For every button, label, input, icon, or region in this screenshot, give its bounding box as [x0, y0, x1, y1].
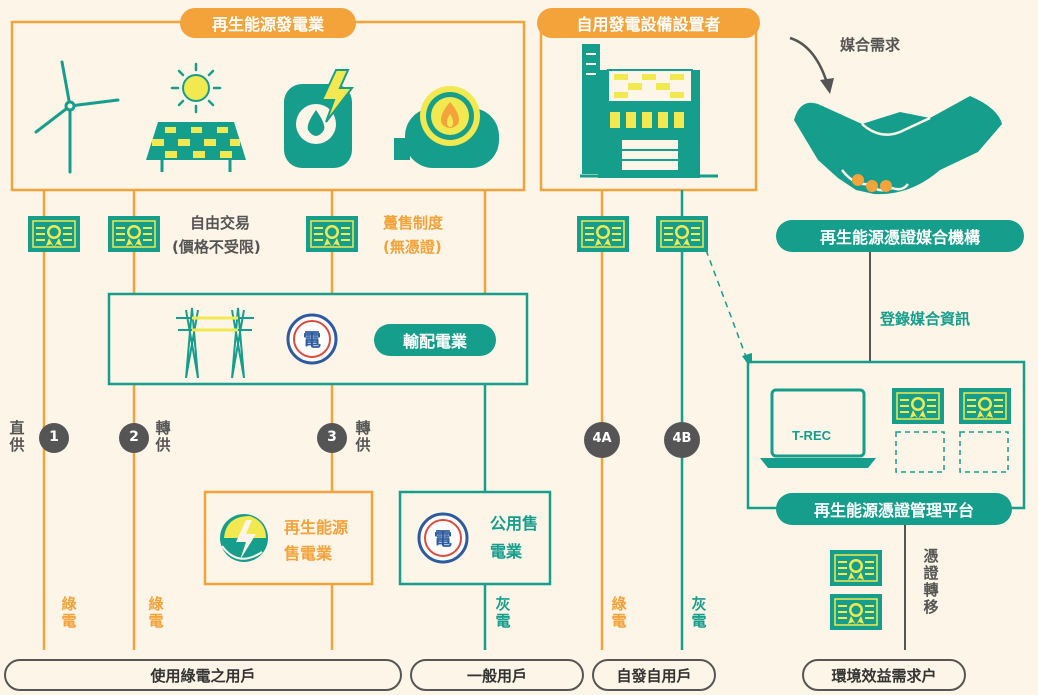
renewable-industry-label: 再生能源發電業: [180, 8, 356, 38]
certificate-icon: [305, 215, 359, 253]
public-retailer-line2: 電業: [490, 542, 523, 561]
flow-grey-1: 灰電: [495, 595, 511, 630]
path-4a-badge: [584, 422, 620, 458]
public-retailer-line1: 公用售: [490, 514, 539, 533]
green-retailer-icon: [220, 514, 268, 562]
line-cert-dashed: [705, 249, 749, 363]
self-use-pill: 自發自用戶: [592, 659, 716, 691]
biomass-icon: [394, 86, 499, 168]
transmission-tower-icon: [176, 307, 254, 379]
certificate-icon: [107, 215, 161, 253]
cert-slot-empty-1: [895, 431, 945, 473]
certificate-icon: [829, 593, 883, 631]
svg-text:電: 電: [303, 330, 321, 351]
path-2-number: 2: [129, 429, 139, 445]
path-2-text: 轉供: [155, 419, 171, 454]
svg-text:電: 電: [434, 529, 452, 550]
path-3-text: 轉供: [355, 419, 371, 454]
general-users-pill: 一般用戶: [410, 659, 584, 691]
flow-green-3: 綠電: [611, 595, 627, 630]
cert-slot-empty-2: [959, 431, 1009, 473]
demand-arrow: [789, 36, 830, 87]
factory-icon: [580, 44, 718, 178]
certificate-icon: [958, 387, 1012, 425]
taipower-logo-icon: 電: [286, 313, 338, 365]
path-2-badge: [119, 423, 149, 453]
certificate-icon: [891, 387, 945, 425]
certificate-icon: [655, 215, 709, 253]
register-label: 登錄媒合資訊: [880, 310, 971, 328]
green-retailer-line2: 售電業: [284, 544, 333, 563]
free-trade-line2: (價格不受限): [172, 238, 261, 256]
matching-agency-label: 再生能源憑證媒合機構: [776, 220, 1024, 252]
demand-arrowhead: [820, 78, 834, 94]
free-trade-line1: 自由交易: [190, 214, 251, 232]
green-users-pill: 使用綠電之用戶: [4, 659, 402, 691]
path-4b-badge: [664, 422, 700, 458]
hydro-power-icon: [284, 69, 355, 168]
path-3-badge: [317, 423, 347, 453]
path-4a-number: 4A: [592, 431, 612, 446]
laptop-icon: [760, 388, 876, 468]
cert-transfer-label: 憑證轉移: [923, 547, 939, 616]
path-4b-number: 4B: [672, 431, 692, 446]
certificate-icon: [576, 215, 630, 253]
path-1-number: 1: [49, 429, 59, 445]
self-generation-label: 自用發電設備設置者: [537, 8, 760, 38]
green-retailer-line1: 再生能源: [284, 518, 349, 537]
path-1-text: 直供: [9, 419, 25, 454]
feedin-line2: (無憑證): [383, 238, 442, 256]
feedin-line1: 躉售制度: [383, 214, 444, 232]
flow-green-1: 綠電: [61, 595, 77, 630]
path-1-badge: [39, 423, 69, 453]
env-users-pill: 環境效益需求户: [802, 659, 966, 691]
certificate-icon: [829, 549, 883, 587]
solar-panel-icon: [146, 62, 246, 172]
public-retailer-logo-icon: 電: [417, 512, 469, 564]
flow-grey-2: 灰電: [691, 595, 707, 630]
wind-turbine-icon: [34, 60, 120, 174]
trec-label: T-REC: [792, 428, 831, 443]
path-3-number: 3: [327, 429, 337, 445]
certificate-icon: [27, 215, 81, 253]
flow-green-2: 綠電: [148, 595, 164, 630]
grid-label: 輸配電業: [374, 324, 496, 356]
demand-label: 媒合需求: [840, 36, 901, 54]
handshake-icon: [794, 96, 1002, 195]
platform-label: 再生能源憑證管理平台: [776, 493, 1012, 525]
